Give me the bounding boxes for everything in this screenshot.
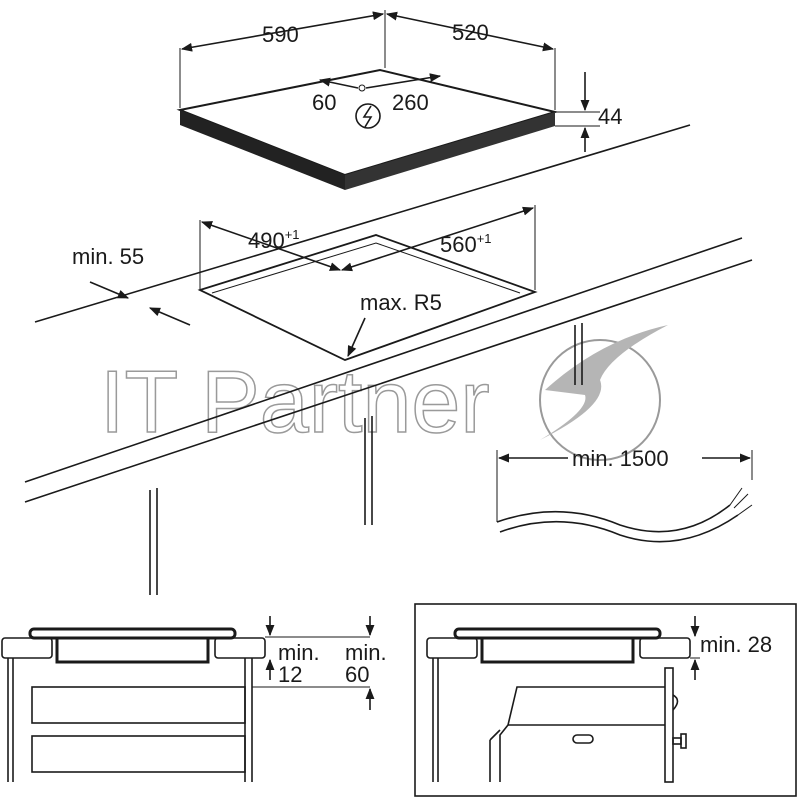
gap-value-label: 12 bbox=[278, 662, 302, 687]
drawer-gap-min-label: min. bbox=[345, 640, 387, 665]
cable-offset-left-label: 60 bbox=[312, 90, 336, 115]
watermark-swoosh-icon bbox=[540, 325, 668, 440]
drawer-gap-value-label: 60 bbox=[345, 662, 369, 687]
oven-gap-label: min. 28 bbox=[700, 632, 772, 657]
hob-width-label: 590 bbox=[262, 22, 299, 47]
section-oven: min. 28 bbox=[414, 603, 797, 797]
countertop: 490+1 560+1 min. 55 max. R5 bbox=[24, 124, 753, 595]
hob-depth-label: 520 bbox=[452, 20, 489, 45]
gap-min-label: min. bbox=[278, 640, 320, 665]
cutout-depth-label: 560+1 bbox=[440, 231, 492, 257]
watermark-logo-icon bbox=[539, 339, 661, 461]
cable-detail: min. 1500 bbox=[496, 446, 753, 543]
section-drawer: min. 12 min. 60 bbox=[1, 616, 387, 782]
cable-length-label: min. 1500 bbox=[572, 446, 669, 471]
cable-offset-back-label: 260 bbox=[392, 90, 429, 115]
cutout-width-label: 490+1 bbox=[248, 227, 300, 253]
power-connection-icon bbox=[355, 103, 381, 129]
hob-height-label: 44 bbox=[598, 104, 622, 129]
edge-distance-label: min. 55 bbox=[72, 244, 144, 269]
corner-radius-label: max. R5 bbox=[360, 290, 442, 315]
hob-perspective: 590 520 60 260 44 bbox=[176, 10, 622, 190]
